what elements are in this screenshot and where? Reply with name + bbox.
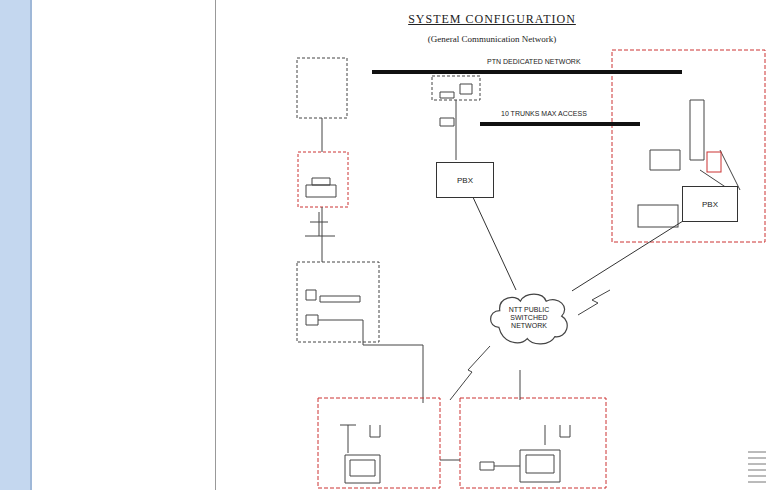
node-label: PBX bbox=[702, 200, 718, 209]
cloud-path bbox=[491, 294, 568, 344]
node-label: PBX bbox=[457, 176, 473, 185]
network-label: PTN DEDICATED NETWORK bbox=[486, 58, 582, 65]
pbx-box: PBX bbox=[436, 162, 494, 198]
node-text: NTT PUBLIC SWITCHED NETWORK bbox=[499, 306, 559, 330]
node-label: NTT PUBLIC SWITCHED NETWORK bbox=[499, 306, 559, 330]
diagram-caption: (General Communication Network) bbox=[428, 34, 556, 44]
diagram-title: SYSTEM CONFIGURATION bbox=[408, 12, 576, 27]
node-text: PBX bbox=[702, 200, 718, 209]
node-text: PBX bbox=[457, 176, 473, 185]
network-label: 10 TRUNKS MAX ACCESS bbox=[500, 110, 588, 117]
network-link bbox=[572, 222, 682, 291]
network-cloud: NTT PUBLIC SWITCHED NETWORK bbox=[486, 290, 572, 346]
pbx-box: PBX bbox=[682, 186, 738, 222]
network-link bbox=[473, 198, 516, 290]
